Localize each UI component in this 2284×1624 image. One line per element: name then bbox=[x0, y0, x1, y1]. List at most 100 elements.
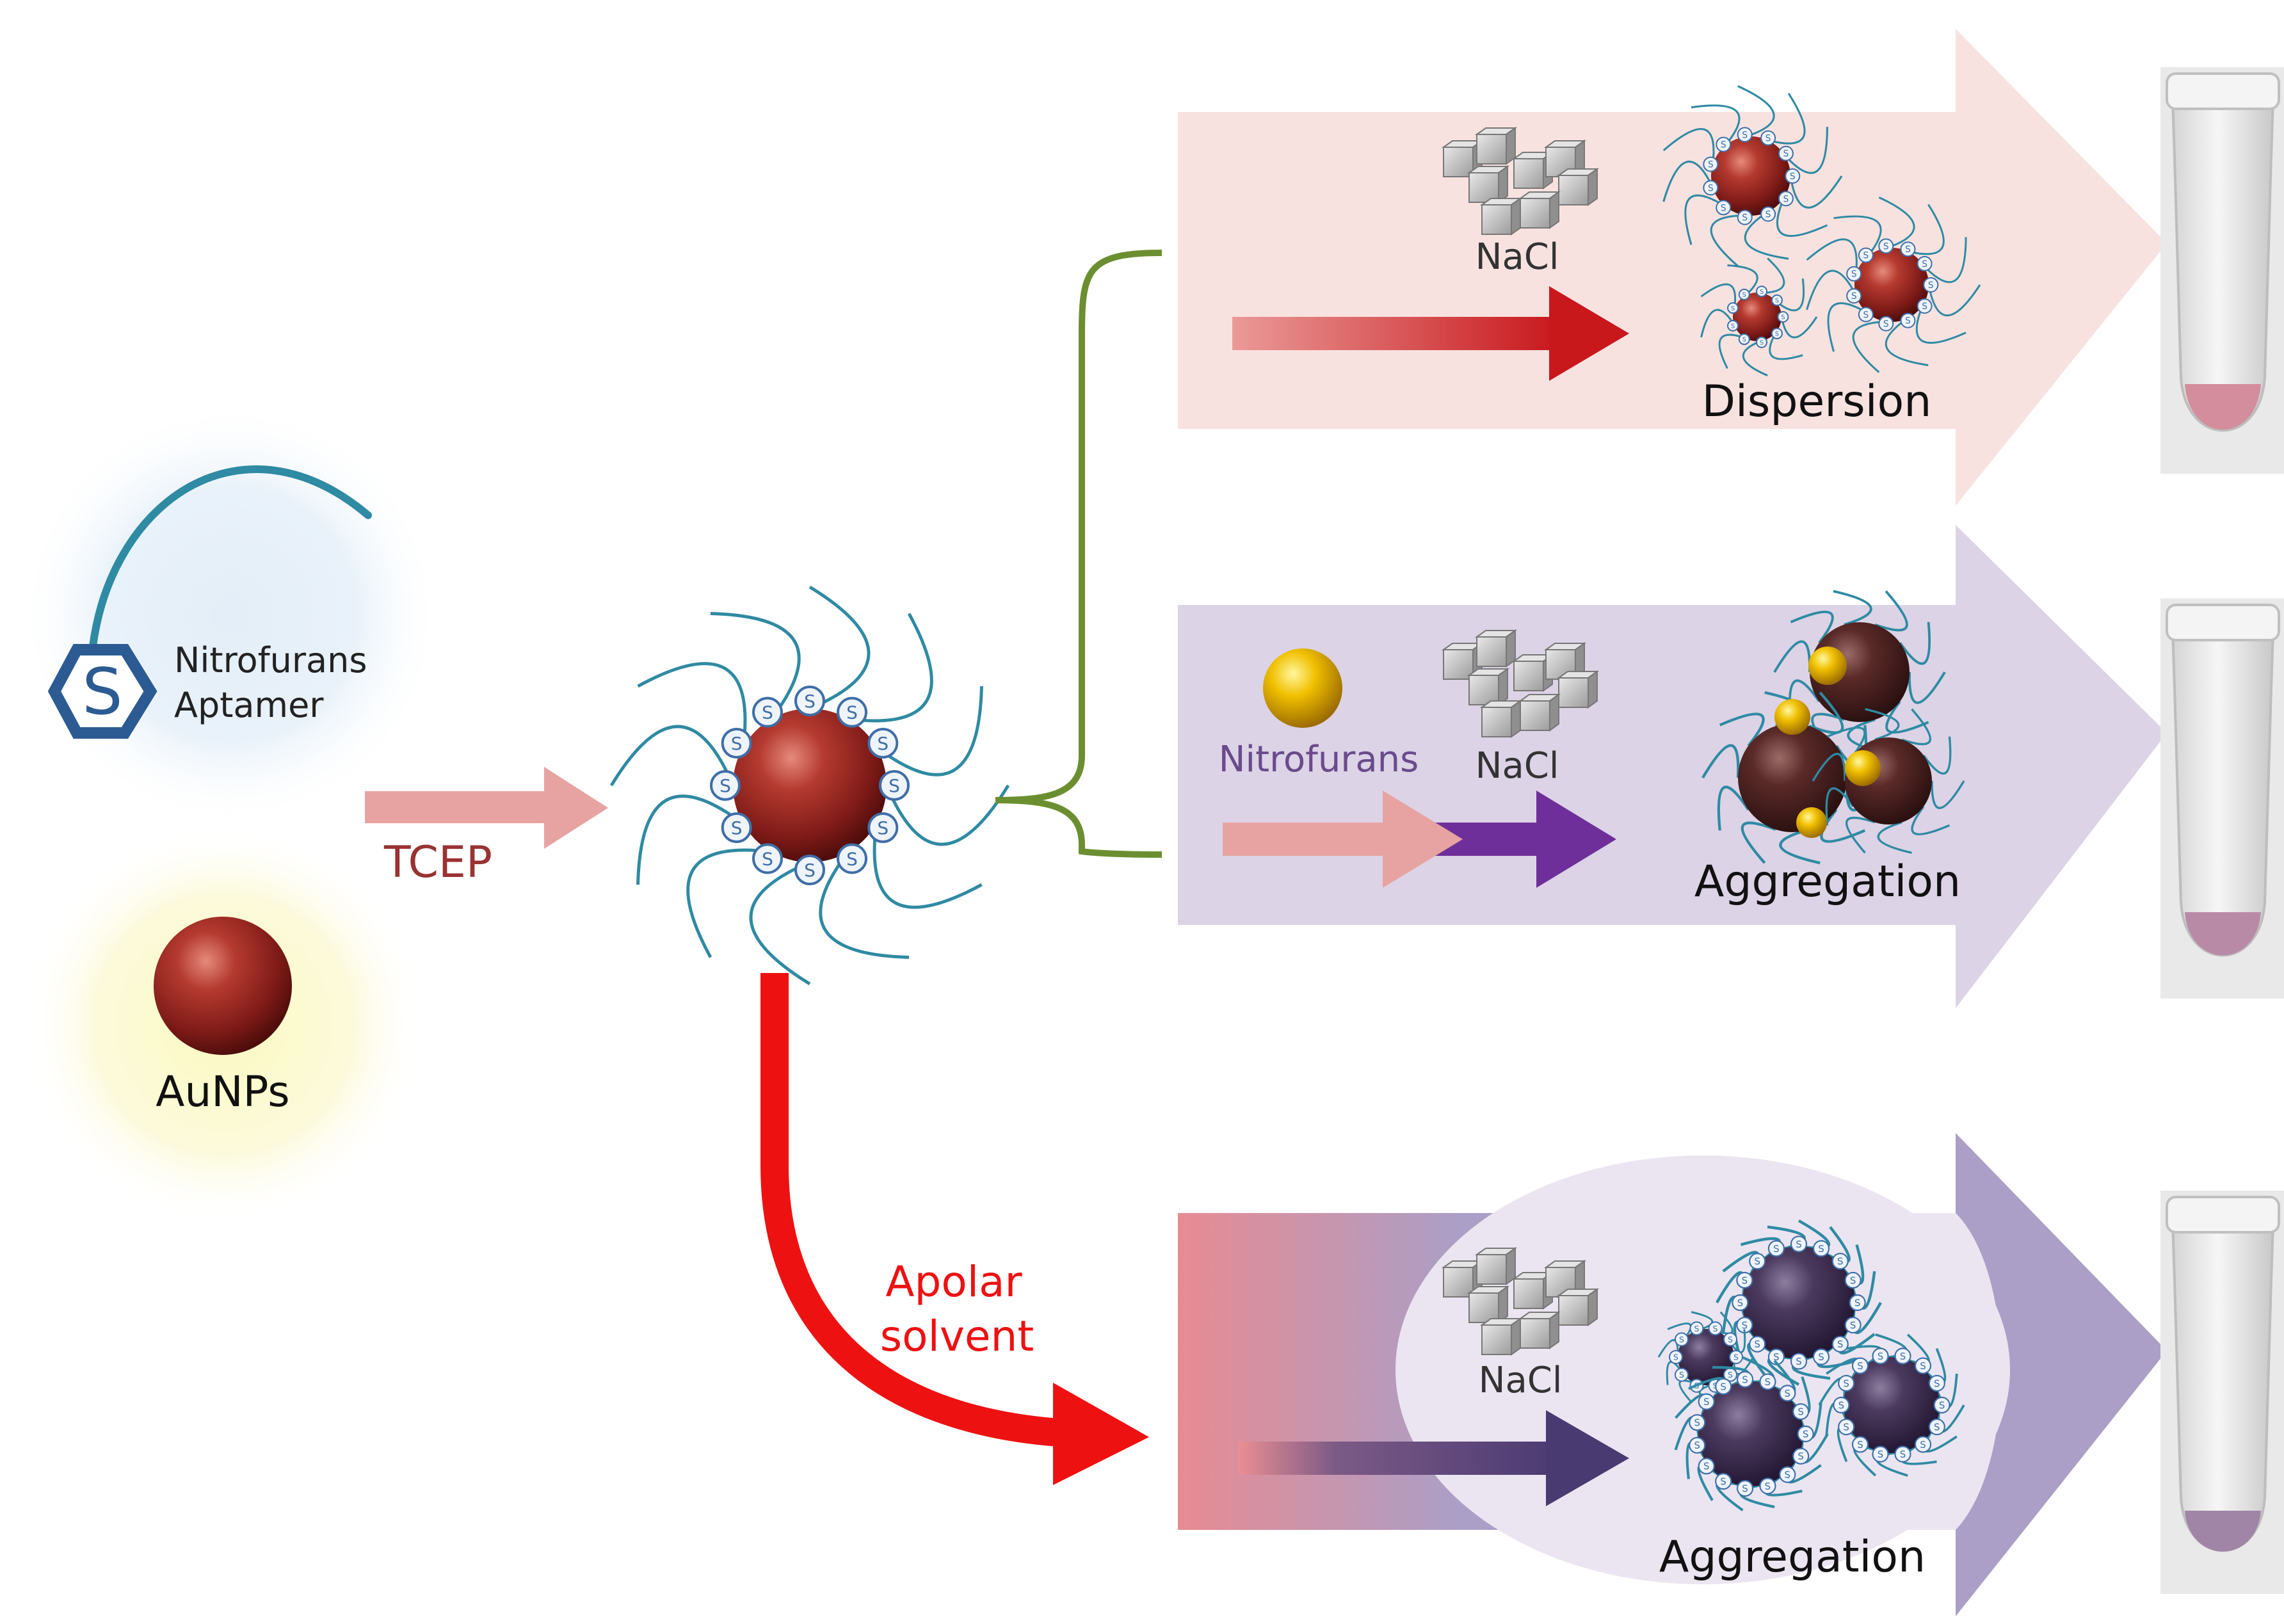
nacl-cube-face bbox=[1513, 158, 1544, 189]
tcep-label: TCEP bbox=[383, 837, 492, 888]
thiol-tag-icon bbox=[1872, 1347, 1889, 1365]
thiol-tag-icon bbox=[1669, 1350, 1683, 1364]
thiol-tag-symbol: S bbox=[1731, 305, 1735, 312]
thiol-tag-icon bbox=[1878, 238, 1894, 254]
nacl-crystals-bottom bbox=[1441, 1247, 1600, 1356]
thiol-tag-symbol: S bbox=[1694, 1417, 1701, 1429]
thiol-tag-symbol: S bbox=[1883, 319, 1889, 330]
particle-core bbox=[1678, 1329, 1734, 1385]
thiol-tag-icon bbox=[1689, 1321, 1704, 1336]
aptamer-strand bbox=[1789, 175, 1843, 209]
aptamer-strand bbox=[1911, 805, 1950, 835]
thiol-tag-icon bbox=[752, 843, 783, 874]
top-reaction-arrow bbox=[1232, 286, 1629, 381]
nacl-cube-side bbox=[1549, 693, 1559, 732]
aptamer-corona bbox=[609, 585, 1010, 986]
thiol-tag-symbol: S bbox=[1754, 1339, 1760, 1350]
aptamer-strand bbox=[1885, 318, 1929, 367]
thiol-tag-symbol: S bbox=[1878, 1351, 1884, 1362]
nacl-crystals-top bbox=[1441, 127, 1600, 236]
nacl-cube-side bbox=[1498, 1285, 1508, 1324]
thiol-hexagon-icon: S bbox=[47, 644, 157, 739]
thiol-tag-icon bbox=[1759, 1373, 1776, 1390]
thiol-tag-symbol: S bbox=[1765, 1376, 1771, 1388]
thiol-tag-symbol: S bbox=[804, 860, 816, 881]
tcep-arrow bbox=[365, 767, 608, 849]
nacl-cube-face bbox=[1476, 134, 1507, 165]
aptamer-strand bbox=[1779, 828, 1821, 865]
thiol-tag-symbol: S bbox=[1878, 1449, 1884, 1460]
thiol-tag-symbol: S bbox=[1721, 140, 1726, 150]
thiol-tag-icon bbox=[1812, 1348, 1830, 1365]
nacl-cube-side bbox=[1511, 197, 1521, 236]
aptamer-strand bbox=[1769, 332, 1803, 360]
thiol-tag-symbol: S bbox=[1703, 1461, 1710, 1472]
thiol-tag-symbol: S bbox=[1703, 1396, 1710, 1408]
thiol-tag-icon bbox=[1858, 307, 1874, 323]
thiol-tag-icon bbox=[1917, 255, 1933, 271]
thiol-tag-symbol: S bbox=[877, 817, 889, 839]
thiol-tag-icon bbox=[721, 812, 752, 843]
nacl-cube-side bbox=[1498, 165, 1508, 204]
thiol-tag-icon bbox=[1933, 1396, 1950, 1414]
aptamer-strand bbox=[1833, 590, 1872, 626]
thiol-tag-symbol: S bbox=[1905, 316, 1911, 326]
aptamer-strand bbox=[1826, 727, 1866, 757]
thiol-tag-icon bbox=[1729, 1350, 1743, 1364]
aptamer-strand bbox=[749, 860, 811, 986]
nacl-cube-face bbox=[1468, 1292, 1499, 1323]
nacl-cube-face bbox=[1558, 175, 1589, 205]
thiol-tag-icon bbox=[1737, 209, 1753, 225]
thiol-tag-symbol: S bbox=[1803, 1428, 1809, 1440]
solvent-arrow bbox=[760, 973, 1082, 1448]
particle-core bbox=[1711, 136, 1790, 216]
aptamer-strand bbox=[1744, 211, 1789, 260]
thiol-tag-icon bbox=[1844, 1271, 1862, 1289]
thiol-tag-symbol: S bbox=[1742, 130, 1748, 140]
nacl-cube-face bbox=[1443, 1267, 1474, 1298]
thiol-tag-symbol: S bbox=[1728, 1335, 1733, 1344]
middle-reaction-arrow bbox=[1223, 791, 1616, 888]
thiol-tag-icon bbox=[1736, 1371, 1754, 1388]
thiol-tag-symbol: S bbox=[1934, 1422, 1940, 1433]
thiol-tag-icon bbox=[1715, 1378, 1732, 1395]
thiol-tag-symbol: S bbox=[877, 733, 889, 754]
thiol-tag-symbol: S bbox=[1920, 1360, 1926, 1372]
thiol-tag-symbol: S bbox=[1765, 209, 1771, 220]
aptamer-strand bbox=[637, 662, 747, 748]
thiol-tag-symbol: S bbox=[1922, 301, 1927, 312]
thiol-tag-icon bbox=[1894, 1445, 1911, 1463]
thiol-tag-icon bbox=[837, 696, 867, 728]
aptamer-strand bbox=[1662, 160, 1714, 202]
thiol-tag-icon bbox=[1846, 266, 1862, 282]
aptamer-strand bbox=[1727, 264, 1758, 297]
thiol-tag-icon bbox=[1928, 1419, 1945, 1436]
aptamer-strand bbox=[1742, 340, 1768, 376]
aptamer-strand bbox=[1852, 320, 1886, 373]
thiol-tag-icon bbox=[1727, 319, 1739, 332]
aptamer-strand bbox=[808, 585, 871, 711]
nitrofuran-molecule-icon bbox=[1774, 699, 1810, 735]
nacl-cube-side bbox=[1549, 1311, 1559, 1349]
nacl-cube-face bbox=[1558, 1295, 1589, 1326]
thiol-tag-symbol: S bbox=[1720, 1476, 1726, 1488]
nitrofuran-molecule-icon bbox=[1796, 807, 1827, 838]
thiol-tag-symbol: S bbox=[1679, 1335, 1684, 1344]
middle-result-label: Aggregation bbox=[1694, 856, 1961, 907]
thiol-tag-icon bbox=[1708, 1321, 1723, 1336]
aptamer-strand bbox=[885, 784, 1010, 846]
thiol-tag-icon bbox=[752, 696, 783, 728]
sample-tubes bbox=[2160, 67, 2284, 1594]
aunp-label: AuNPs bbox=[156, 1067, 289, 1116]
aptamer-strand bbox=[1717, 785, 1750, 831]
thiol-tag-symbol: S bbox=[1783, 149, 1789, 159]
thiol-tag-icon bbox=[1767, 1240, 1785, 1257]
aptamer-strand bbox=[1908, 671, 1946, 704]
thiol-tag-symbol: S bbox=[1850, 1274, 1856, 1286]
aptamer-label-line2: Aptamer bbox=[174, 685, 324, 725]
aptamer-strand bbox=[1783, 127, 1829, 174]
thiol-tag-icon bbox=[1732, 1294, 1749, 1312]
